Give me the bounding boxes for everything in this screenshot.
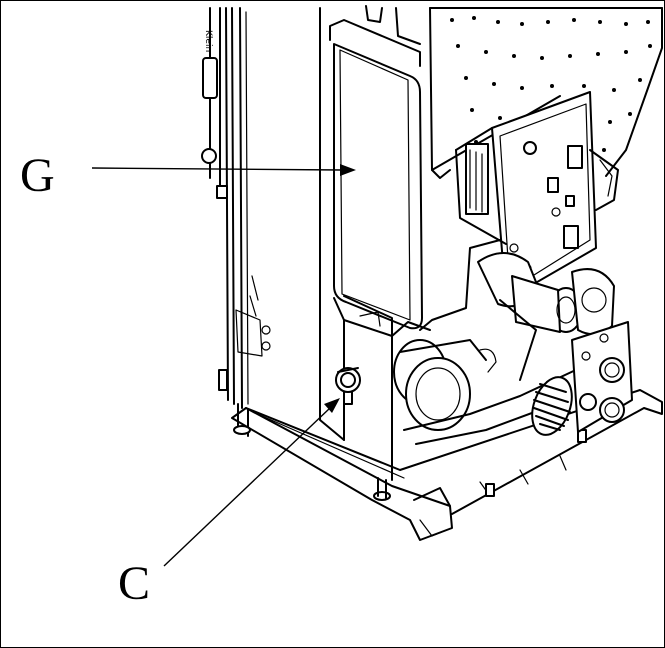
side-panel-g: [329, 19, 431, 481]
callout-arrow-g: [91, 164, 356, 176]
connector-plate: [571, 321, 633, 433]
base-frame: [231, 389, 663, 541]
left-casing: Klein: [201, 7, 345, 441]
svg-text:Klein: Klein: [203, 30, 213, 52]
knob-c: [335, 367, 361, 405]
callout-label-c: C: [118, 557, 151, 610]
control-board: [455, 91, 619, 301]
motor-assembly: [393, 239, 615, 445]
vent-grille: [531, 376, 573, 436]
rear-housing: [365, 5, 663, 179]
callout-label-g: G: [20, 149, 55, 202]
callout-arrow-c: [163, 398, 340, 567]
